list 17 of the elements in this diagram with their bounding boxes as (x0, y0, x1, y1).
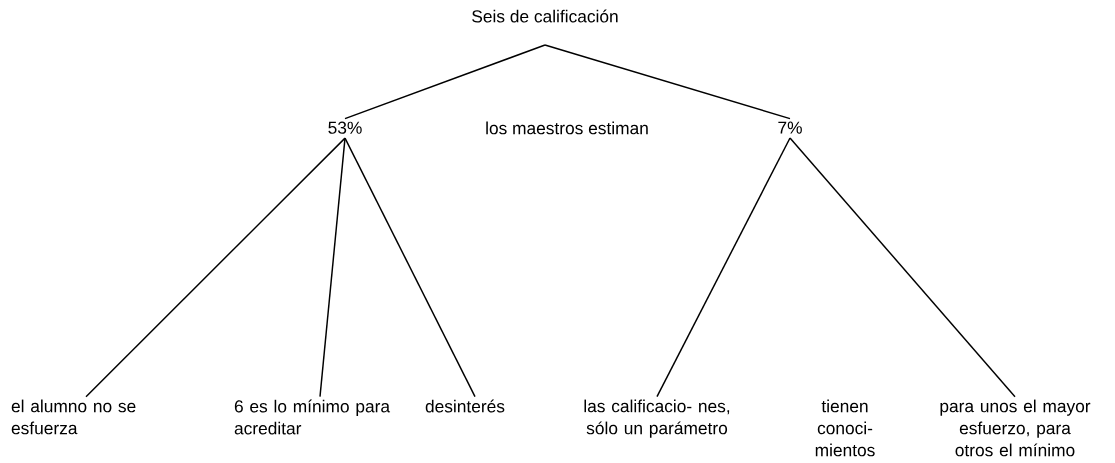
node-text: 7% (778, 121, 802, 134)
node-text: 6 es lo mínimo para acreditar (234, 399, 391, 435)
node-text: las calificacio- nes, sólo un parámetro (584, 399, 730, 438)
node-text: desinterés (425, 399, 505, 413)
label-text: los maestros estiman (486, 121, 648, 135)
line (344, 137, 476, 398)
node-text: tienen conoci- mientos (815, 399, 875, 457)
node-text: el alumno no se esfuerza (11, 399, 136, 435)
line (319, 137, 346, 398)
line (544, 44, 791, 120)
title: Seis de calificación (472, 9, 618, 23)
line (656, 137, 791, 398)
line (789, 137, 1016, 398)
line (85, 137, 346, 398)
node-text: 53% (328, 121, 362, 134)
node-text: para unos el mayor esfuerzo, para otros el mínimo (940, 399, 1091, 457)
line (344, 44, 546, 120)
